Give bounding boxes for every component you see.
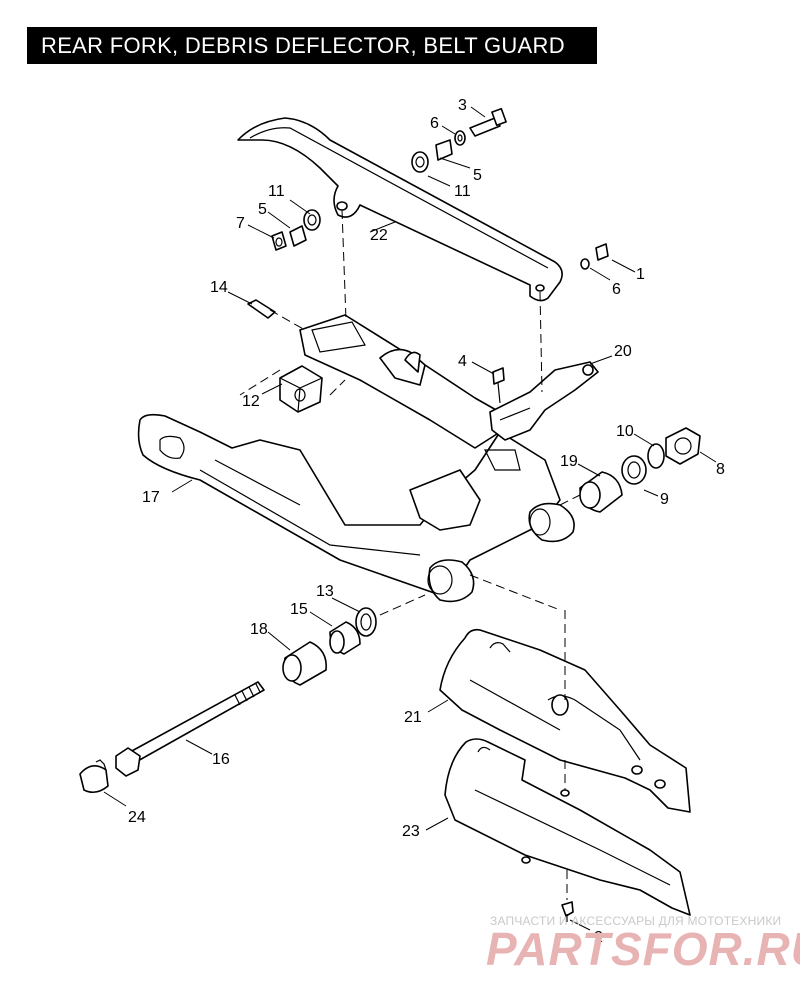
alignment-lines xyxy=(239,209,581,900)
deflector-bracket xyxy=(489,361,599,441)
callout-15: 15 xyxy=(290,601,308,618)
bumper-block-12 xyxy=(279,365,323,413)
callout-2: 2 xyxy=(594,929,603,946)
right-axle-hardware xyxy=(579,427,701,513)
callout-3: 3 xyxy=(458,97,467,114)
callout-20: 20 xyxy=(614,343,632,360)
callout-16: 16 xyxy=(212,751,230,768)
debris-deflector-23 xyxy=(444,738,691,916)
screw-4 xyxy=(492,367,505,404)
callout-11-top: 11 xyxy=(454,183,471,200)
callout-5-top: 5 xyxy=(473,167,482,184)
callout-7: 7 xyxy=(236,215,245,232)
callout-leaders xyxy=(103,106,717,931)
callout-23: 23 xyxy=(402,823,420,840)
rear-axle-16 xyxy=(115,681,265,777)
callout-24: 24 xyxy=(128,809,146,826)
callout-8: 8 xyxy=(716,461,725,478)
callout-6-top: 6 xyxy=(430,115,439,132)
callout-22: 22 xyxy=(370,227,388,244)
callout-14: 14 xyxy=(210,279,228,296)
callout-9: 9 xyxy=(660,491,669,508)
watermark-logo: PARTSFOR.RU xyxy=(486,923,800,975)
callout-19: 19 xyxy=(560,453,578,470)
callout-12: 12 xyxy=(242,393,260,410)
callout-4: 4 xyxy=(458,353,467,370)
callout-11-left: 11 xyxy=(268,183,285,200)
upper-belt-guard xyxy=(237,117,563,302)
axle-cap-24 xyxy=(79,759,109,794)
callout-1: 1 xyxy=(636,266,645,283)
screw-14 xyxy=(247,299,276,319)
callout-21: 21 xyxy=(404,709,422,726)
rear-fork xyxy=(137,314,575,603)
lower-belt-guard-21 xyxy=(439,628,691,813)
left-axle-hardware xyxy=(282,607,377,686)
screw-2 xyxy=(561,901,574,922)
watermark-tagline: ЗАПЧАСТИ И АКСЕССУАРЫ ДЛЯ МОТОТЕХНИКИ xyxy=(490,914,782,928)
callout-numbers: 1 2 3 4 5 5 6 6 7 8 9 10 11 11 12 13 14 … xyxy=(128,97,725,946)
callout-6-right: 6 xyxy=(612,281,621,298)
callout-5-left: 5 xyxy=(258,201,267,218)
upper-hardware xyxy=(271,107,609,270)
callout-18: 18 xyxy=(250,621,268,638)
callout-17: 17 xyxy=(142,489,160,506)
callout-13: 13 xyxy=(316,583,334,600)
diagram-title: REAR FORK, DEBRIS DEFLECTOR, BELT GUARD xyxy=(27,27,597,64)
callout-10: 10 xyxy=(616,423,634,440)
